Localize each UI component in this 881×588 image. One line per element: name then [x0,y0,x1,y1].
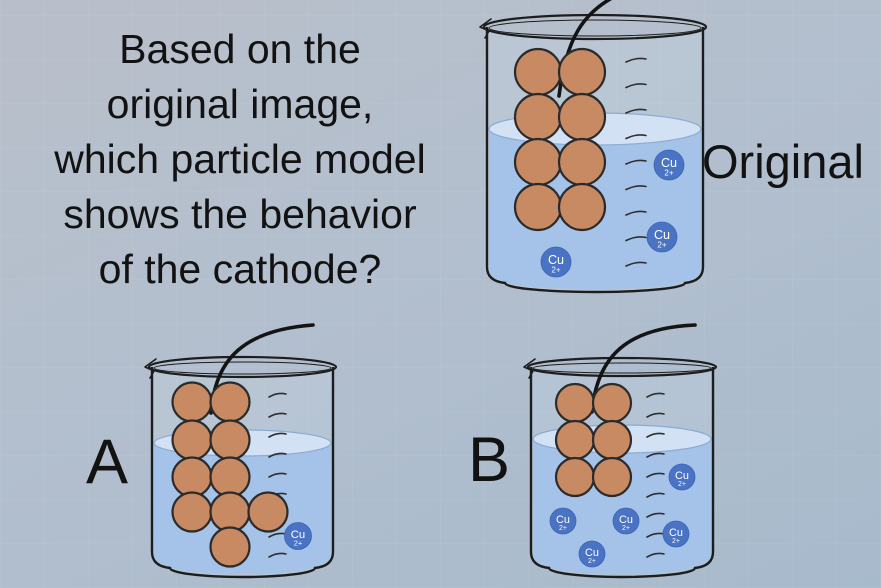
cu-ion: Cu2+ [578,540,606,568]
cu-ion-charge: 2+ [657,241,667,250]
cu-ion-symbol: Cu [619,514,633,526]
copper-atom [591,456,633,498]
rim-inner [153,361,332,375]
cu-ion-symbol: Cu [556,514,570,526]
copper-atom [513,47,563,97]
copper-atom [557,137,607,187]
copper-electrode-atoms [171,381,289,568]
cu-ion-charge: 2+ [588,558,596,565]
copper-atom [557,92,607,142]
label-option-b[interactable]: B [468,425,511,495]
beaker-option-a[interactable]: Cu2+ [144,318,340,580]
copper-atom [209,381,251,423]
spout [144,358,157,379]
copper-atom [554,382,596,424]
question-line: which particle model [54,136,426,182]
question-text: Based on the original image, which parti… [0,22,480,297]
cu-ion: Cu2+ [612,507,640,535]
graduation-marks [625,57,647,267]
copper-atom [209,491,251,533]
cu-ion-charge: 2+ [294,539,302,548]
cu-ion: Cu2+ [662,520,690,548]
cu-ion: Cu2+ [653,149,685,181]
rim-inner [488,19,702,37]
copper-atom [554,419,596,461]
question-line: of the cathode? [98,246,382,292]
cu-ion-charge: 2+ [672,538,680,545]
copper-atom [513,92,563,142]
copper-atom [171,456,213,498]
label-original: Original [702,135,864,188]
copper-atom [209,526,251,568]
copper-atom [591,419,633,461]
cu-ion-symbol: Cu [661,156,677,170]
question-line: original image, [106,81,374,127]
copper-atom [209,456,251,498]
question-line: shows the behavior [63,191,417,237]
copper-atom [171,419,213,461]
cu-ion-charge: 2+ [551,266,561,275]
cu-ion-symbol: Cu [291,529,305,541]
copper-atom [209,419,251,461]
copper-atom [171,491,213,533]
cu-ion-symbol: Cu [675,470,689,482]
copper-atom [557,47,607,97]
rim [526,356,718,378]
copper-atom [591,382,633,424]
label-option-a[interactable]: A [86,427,129,497]
cu-ion: Cu2+ [646,221,678,253]
cu-ion-charge: 2+ [622,525,630,532]
beaker-option-b[interactable]: Cu2+Cu2+Cu2+Cu2+Cu2+ [523,318,720,580]
copper-electrode-atoms [513,47,607,232]
cu-ion-charge: 2+ [664,169,674,178]
rim-inner [532,362,712,374]
question-line: Based on the [119,26,361,72]
glass-outline [529,367,715,579]
cu-ion-symbol: Cu [654,228,670,242]
copper-atom [554,456,596,498]
cu-ion-charge: 2+ [678,481,686,488]
graduation-marks [646,392,665,558]
rim [147,355,338,379]
cu-ion-symbol: Cu [585,547,599,559]
copper-atom [171,381,213,423]
cu-ion-charge: 2+ [559,525,567,532]
cu-ion: Cu2+ [284,522,312,550]
copper-atom [513,137,563,187]
copper-electrode-atoms [554,382,633,498]
rim [482,13,708,41]
glass-outline [485,27,705,294]
cu-ion: Cu2+ [549,507,577,535]
water [533,439,711,574]
cu-ion: Cu2+ [540,246,572,278]
cu-ion-symbol: Cu [548,253,564,267]
beaker-original: Cu2+Cu2+Cu2+ [479,0,708,294]
cu-ion: Cu2+ [668,463,696,491]
spout [523,358,536,379]
copper-atom [513,182,563,232]
cu-ion-symbol: Cu [669,527,683,539]
copper-atom [557,182,607,232]
glass-outline [150,367,335,579]
spout [479,18,492,39]
copper-atom [247,491,289,533]
